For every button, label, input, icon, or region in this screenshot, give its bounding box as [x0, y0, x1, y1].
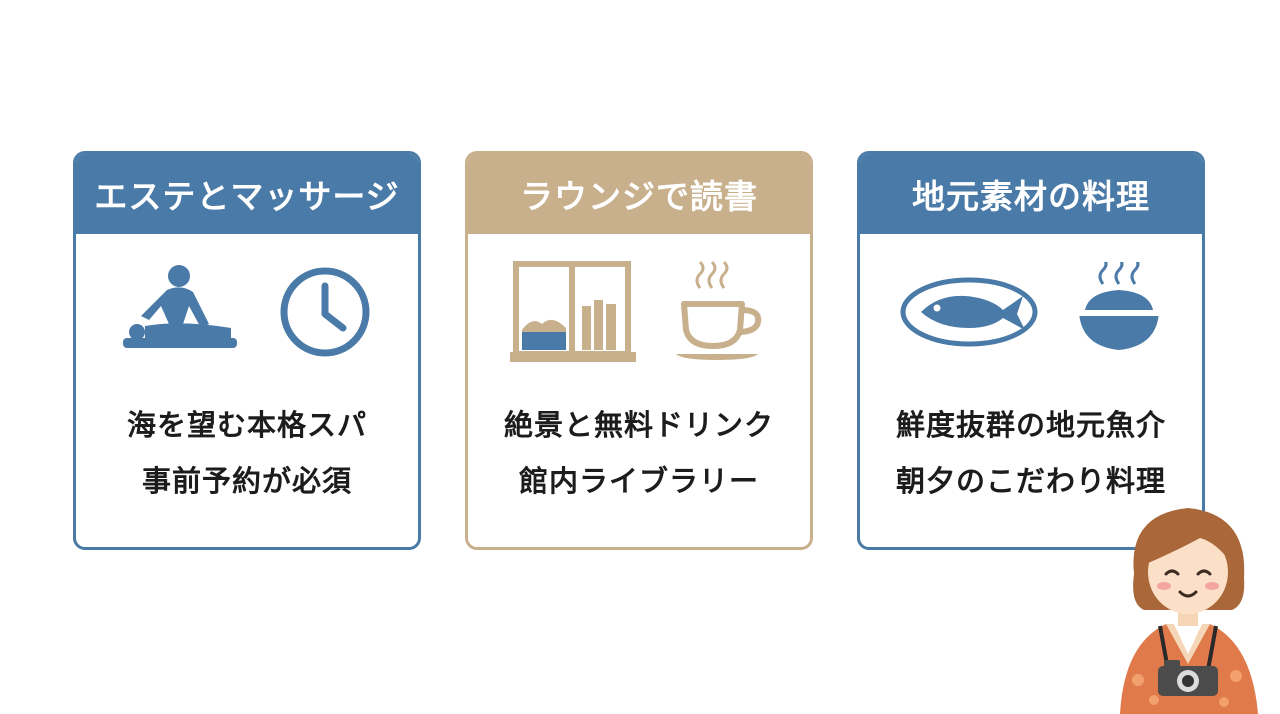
card-cuisine: 地元素材の料理 鮮度抜群の地元魚介 朝夕のこだわり料理 [857, 151, 1205, 550]
coffee-cup-icon [676, 260, 762, 360]
window-bookshelf-icon [510, 261, 636, 362]
girl-with-camera-illustration [1120, 508, 1258, 714]
card-cuisine-line2: 朝夕のこだわり料理 [895, 464, 1166, 498]
card-lounge-icons [468, 260, 810, 362]
fish-platter-icon [900, 277, 1038, 347]
card-lounge-line2: 館内ライブラリー [518, 464, 759, 498]
card-cuisine-line1: 鮮度抜群の地元魚介 [895, 408, 1166, 442]
card-cuisine-title: 地元素材の料理 [860, 154, 1202, 234]
card-spa-line1: 海を望む本格スパ [126, 408, 367, 442]
rice-bowl-icon [1075, 262, 1163, 350]
card-spa-title: エステとマッサージ [76, 154, 418, 234]
card-lounge-title: ラウンジで読書 [468, 154, 810, 234]
card-lounge-line1: 絶景と無料ドリンク [503, 408, 774, 442]
card-spa-icons [76, 262, 418, 362]
card-spa-line2: 事前予約が必須 [141, 464, 352, 498]
card-lounge: ラウンジで読書 絶景と無料ドリンク 館内ライブラリー [465, 151, 813, 550]
card-spa: エステとマッサージ 海を望む本格スパ 事前予約が必須 [73, 151, 421, 550]
massage-icon [123, 265, 237, 348]
card-cuisine-icons [860, 262, 1202, 362]
clock-icon [280, 267, 370, 357]
